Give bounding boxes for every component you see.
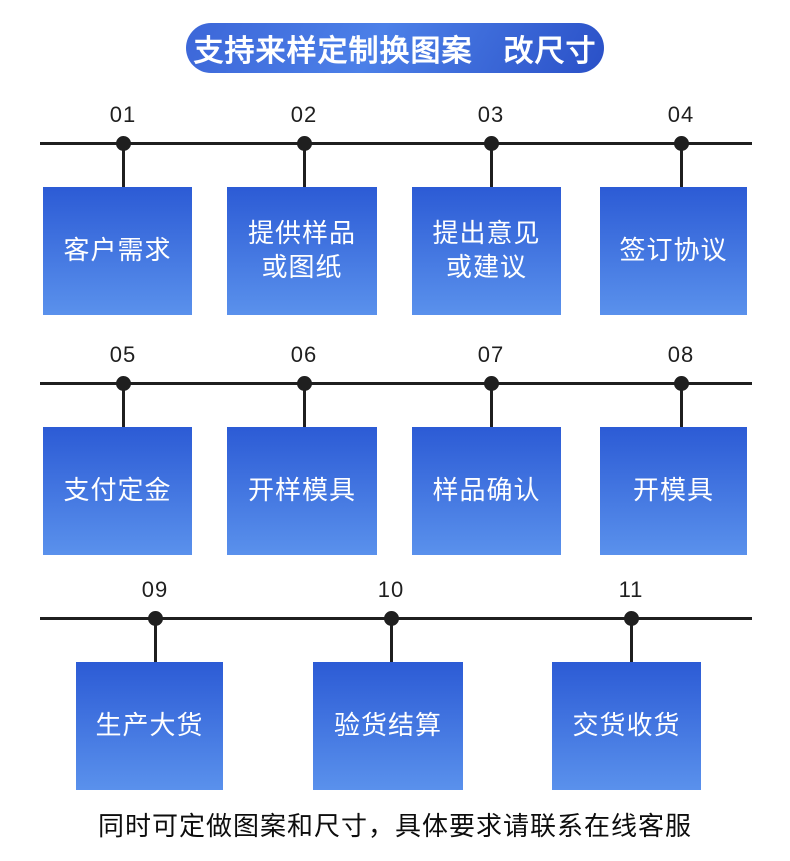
connector-line bbox=[679, 144, 683, 187]
timeline-dot bbox=[383, 611, 399, 626]
step-number: 09 bbox=[141, 577, 169, 602]
footer-note: 同时可定做图案和尺寸，具体要求请联系在线客服 bbox=[97, 811, 692, 841]
connector-line bbox=[489, 384, 493, 427]
connector-line bbox=[629, 619, 633, 662]
process-row-3: 09 生产大货 10 验货结算 11 交货收货 bbox=[0, 577, 790, 792]
timeline-dot bbox=[296, 136, 312, 151]
connector-line bbox=[489, 144, 493, 187]
step-card: 生产大货 bbox=[76, 662, 223, 790]
timeline-line bbox=[40, 142, 752, 145]
step-number: 05 bbox=[109, 342, 137, 367]
step-card: 提出意见 或建议 bbox=[412, 187, 561, 315]
step-label: 支付定金 bbox=[63, 475, 172, 506]
step-label: 开模具 bbox=[632, 475, 714, 506]
step-label: 开样模具 bbox=[247, 475, 356, 506]
timeline-dot bbox=[483, 376, 499, 391]
step-card: 签订协议 bbox=[600, 187, 747, 315]
connector-line bbox=[679, 384, 683, 427]
timeline-dot bbox=[483, 136, 499, 151]
step-card: 客户需求 bbox=[43, 187, 192, 315]
step-card: 交货收货 bbox=[552, 662, 701, 790]
banner-title: 支持来样定制换图案 改尺寸 bbox=[193, 35, 597, 68]
process-row-2: 05 支付定金 06 开样模具 07 样品确认 08 bbox=[0, 342, 790, 557]
promo-banner: 支持来样定制换图案 改尺寸 bbox=[186, 23, 604, 73]
step-number: 02 bbox=[290, 102, 318, 127]
timeline-line bbox=[40, 382, 752, 385]
step-label: 验货结算 bbox=[333, 710, 442, 741]
timeline-dot bbox=[147, 611, 163, 626]
connector-line bbox=[153, 619, 157, 662]
connector-line bbox=[121, 144, 125, 187]
step-label: 提出意见 或建议 bbox=[432, 218, 541, 282]
step-label: 样品确认 bbox=[432, 475, 541, 506]
timeline-dot bbox=[115, 136, 131, 151]
step-label: 客户需求 bbox=[63, 235, 172, 266]
step-card: 验货结算 bbox=[313, 662, 463, 790]
process-row-1: 01 客户需求 02 提供样品 或图纸 03 提出意见 或建议 04 bbox=[0, 102, 790, 317]
step-number: 07 bbox=[477, 342, 505, 367]
step-number: 11 bbox=[618, 577, 644, 602]
connector-line bbox=[389, 619, 393, 662]
step-number: 10 bbox=[377, 577, 405, 602]
timeline-dot bbox=[296, 376, 312, 391]
step-card: 开样模具 bbox=[227, 427, 377, 555]
step-card: 开模具 bbox=[600, 427, 747, 555]
step-label: 提供样品 或图纸 bbox=[247, 218, 356, 282]
step-number: 01 bbox=[109, 102, 137, 127]
connector-line bbox=[302, 144, 306, 187]
timeline-dot bbox=[673, 376, 689, 391]
step-number: 04 bbox=[667, 102, 695, 127]
timeline-dot bbox=[673, 136, 689, 151]
timeline-dot bbox=[115, 376, 131, 391]
step-label: 交货收货 bbox=[572, 710, 681, 741]
timeline-dot bbox=[623, 611, 639, 626]
step-card: 提供样品 或图纸 bbox=[227, 187, 377, 315]
step-number: 08 bbox=[667, 342, 695, 367]
connector-line bbox=[302, 384, 306, 427]
step-card: 支付定金 bbox=[43, 427, 192, 555]
step-card: 样品确认 bbox=[412, 427, 561, 555]
connector-line bbox=[121, 384, 125, 427]
step-number: 03 bbox=[477, 102, 505, 127]
step-label: 签订协议 bbox=[619, 235, 728, 266]
step-label: 生产大货 bbox=[95, 710, 204, 741]
step-number: 06 bbox=[290, 342, 318, 367]
